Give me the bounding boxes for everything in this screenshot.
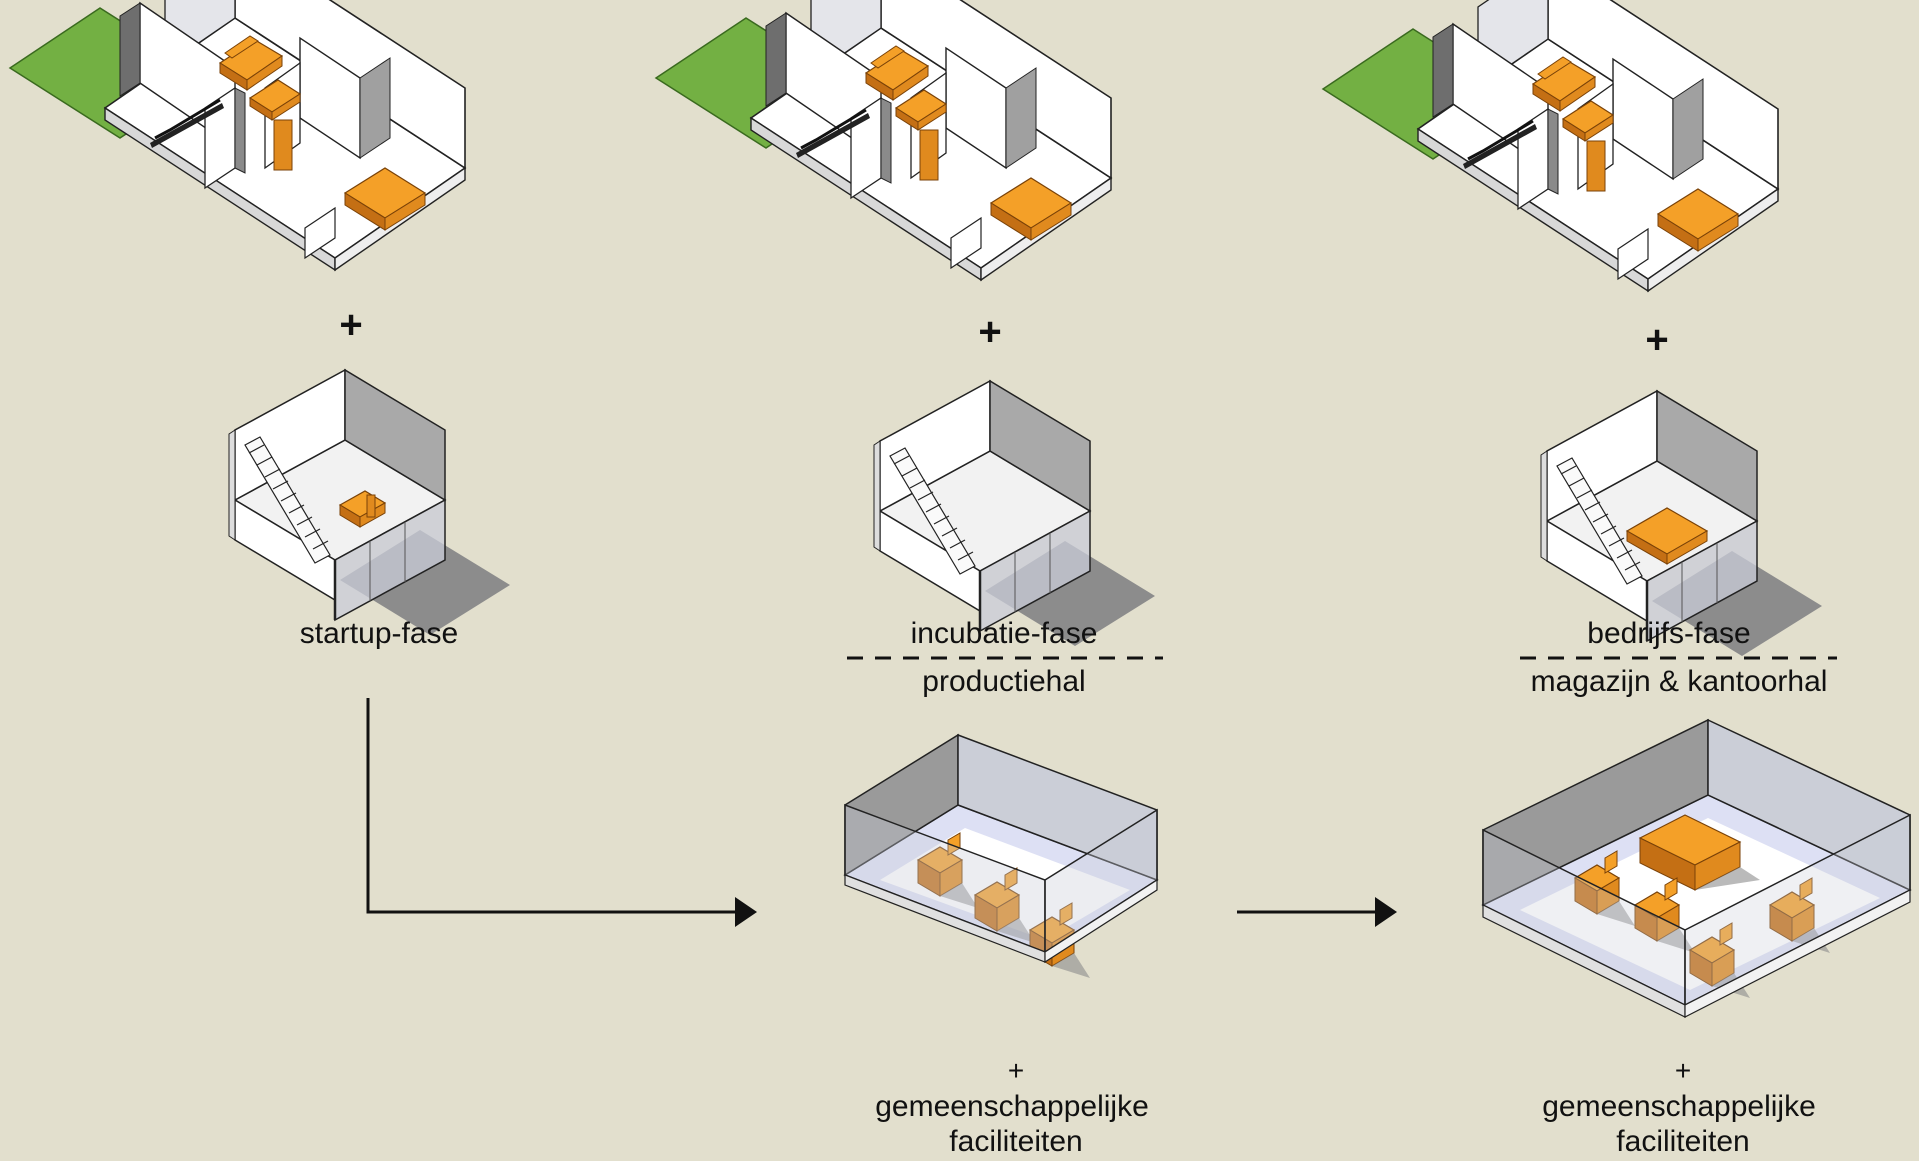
phase-3-plus: + bbox=[1645, 318, 1669, 362]
phase-3-house-unit bbox=[1321, 0, 1780, 293]
hall-3-plus: + bbox=[1674, 1055, 1692, 1086]
hall-2-plus: + bbox=[1007, 1055, 1025, 1086]
elbow-arrow-right-icon bbox=[366, 698, 757, 927]
phase-3-title: bedrijfs-fase bbox=[1587, 617, 1751, 650]
hall-3-caption-line-1: gemeenschappelijke bbox=[1542, 1090, 1816, 1123]
phase-3-subtitle: magazijn & kantoorhal bbox=[1530, 665, 1828, 698]
phase-1-plus: + bbox=[339, 303, 363, 347]
phase-2-title: incubatie-fase bbox=[910, 617, 1098, 650]
phase-2-plus: + bbox=[978, 310, 1002, 354]
hall-3-caption-line-2: faciliteiten bbox=[1616, 1125, 1750, 1158]
hall-2-caption-line-2: faciliteiten bbox=[949, 1125, 1083, 1158]
production-hall-icon bbox=[843, 733, 1159, 979]
phase-1-house-unit bbox=[8, 0, 467, 272]
arrow-right-icon bbox=[1237, 897, 1397, 927]
phase-2-subtitle: productiehal bbox=[922, 665, 1086, 698]
hall-2-caption-line-1: gemeenschappelijke bbox=[875, 1090, 1149, 1123]
phase-1-stair-module bbox=[227, 368, 512, 637]
warehouse-office-hall-icon bbox=[1481, 718, 1912, 1018]
phase-1-title: startup-fase bbox=[299, 617, 459, 650]
phase-2-house-unit bbox=[654, 0, 1113, 282]
phase-2-stair-module bbox=[872, 379, 1157, 648]
